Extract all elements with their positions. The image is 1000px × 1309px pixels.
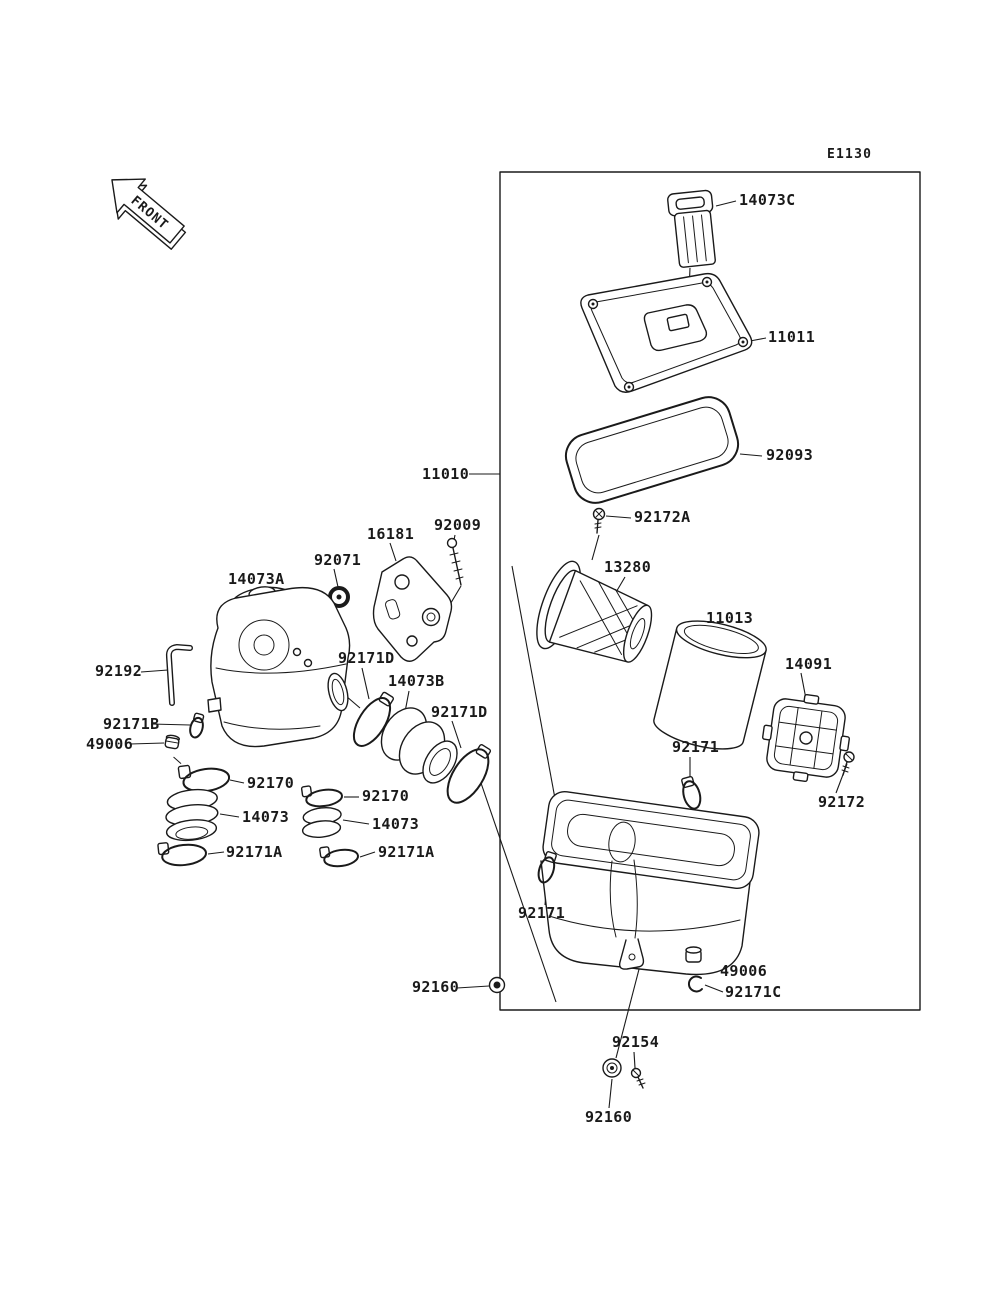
part-label-13280: 13280	[604, 558, 652, 576]
part-label-92171-bottom: 92171	[518, 904, 566, 922]
part-92171d-clamp-2	[446, 744, 492, 804]
part-label-14073-1: 14073	[242, 808, 290, 826]
part-label-49006-bottom: 49006	[720, 962, 768, 980]
part-label-49006-left: 49006	[86, 735, 134, 753]
part-92171c-clip	[687, 975, 703, 993]
part-label-92171C: 92171C	[725, 983, 782, 1001]
part-92171a-clamp-1	[157, 842, 208, 867]
part-label-11011: 11011	[768, 328, 816, 346]
part-label-92171D-2: 92171D	[431, 703, 488, 721]
part-label-92093: 92093	[766, 446, 814, 464]
part-label-11010: 11010	[422, 465, 470, 483]
part-92093-gasket	[564, 396, 740, 504]
part-label-92171A-1: 92171A	[226, 843, 283, 861]
part-label-14073A: 14073A	[228, 570, 285, 588]
part-airbox-housing	[540, 790, 760, 976]
part-11013-filter-element	[653, 620, 767, 750]
part-92171a-clamp-2	[319, 846, 360, 868]
part-label-92192: 92192	[95, 662, 143, 680]
part-92172-screw	[841, 751, 855, 776]
part-label-92160-left: 92160	[412, 978, 460, 996]
part-label-11013: 11013	[706, 609, 754, 627]
part-92071-grommet	[328, 586, 350, 608]
part-14073-duct-2	[301, 807, 342, 838]
page-code: E1130	[827, 147, 873, 162]
part-14073c-intake-duct	[667, 189, 716, 268]
part-label-92171D-1: 92171D	[338, 649, 395, 667]
part-92170-clamp-2	[300, 785, 343, 808]
part-label-92170-2: 92170	[362, 787, 410, 805]
part-92170-clamp-1	[173, 756, 231, 793]
part-92160-grommet-bottom	[602, 1058, 622, 1078]
part-14073a-throttle-body	[207, 586, 351, 748]
part-label-92071: 92071	[314, 551, 362, 569]
part-label-92171B: 92171B	[103, 715, 160, 733]
part-49006-plug-bottom	[685, 946, 702, 963]
part-label-92171A-2: 92171A	[378, 843, 435, 861]
part-92154-screw	[630, 1067, 646, 1089]
part-label-14073B: 14073B	[388, 672, 445, 690]
part-14073-duct-1	[165, 788, 219, 842]
part-label-92154: 92154	[612, 1033, 660, 1051]
part-label-14091: 14091	[785, 655, 833, 673]
part-label-14073C: 14073C	[739, 191, 796, 209]
part-label-92172: 92172	[818, 793, 866, 811]
part-14091-screen	[762, 694, 850, 782]
part-label-92160-bottom: 92160	[585, 1108, 633, 1126]
part-16181-bracket	[372, 556, 453, 662]
part-92171b-clamp	[189, 712, 205, 739]
assembly-boundary-box	[499, 171, 921, 1011]
part-92171-clamp-left	[537, 851, 557, 884]
part-92160-grommet-left	[488, 976, 506, 994]
part-49006-cap-left	[164, 734, 180, 750]
part-label-92171-right: 92171	[672, 738, 720, 756]
part-92009-screw	[446, 537, 464, 586]
part-92192-tube	[165, 643, 193, 706]
part-label-16181: 16181	[367, 525, 415, 543]
part-label-92170-1: 92170	[247, 774, 295, 792]
part-92171d-clamp-1	[352, 691, 394, 747]
part-92172a-screw	[592, 507, 606, 534]
part-label-14073-2: 14073	[372, 815, 420, 833]
part-label-92172A: 92172A	[634, 508, 691, 526]
part-92171-clamp-right	[681, 775, 702, 810]
part-13280-filter-cage	[536, 560, 653, 663]
part-label-92009: 92009	[434, 516, 482, 534]
front-arrow-icon: FRONT	[111, 178, 187, 250]
part-14073b-duct	[380, 707, 458, 784]
part-11011-cover	[580, 272, 753, 393]
